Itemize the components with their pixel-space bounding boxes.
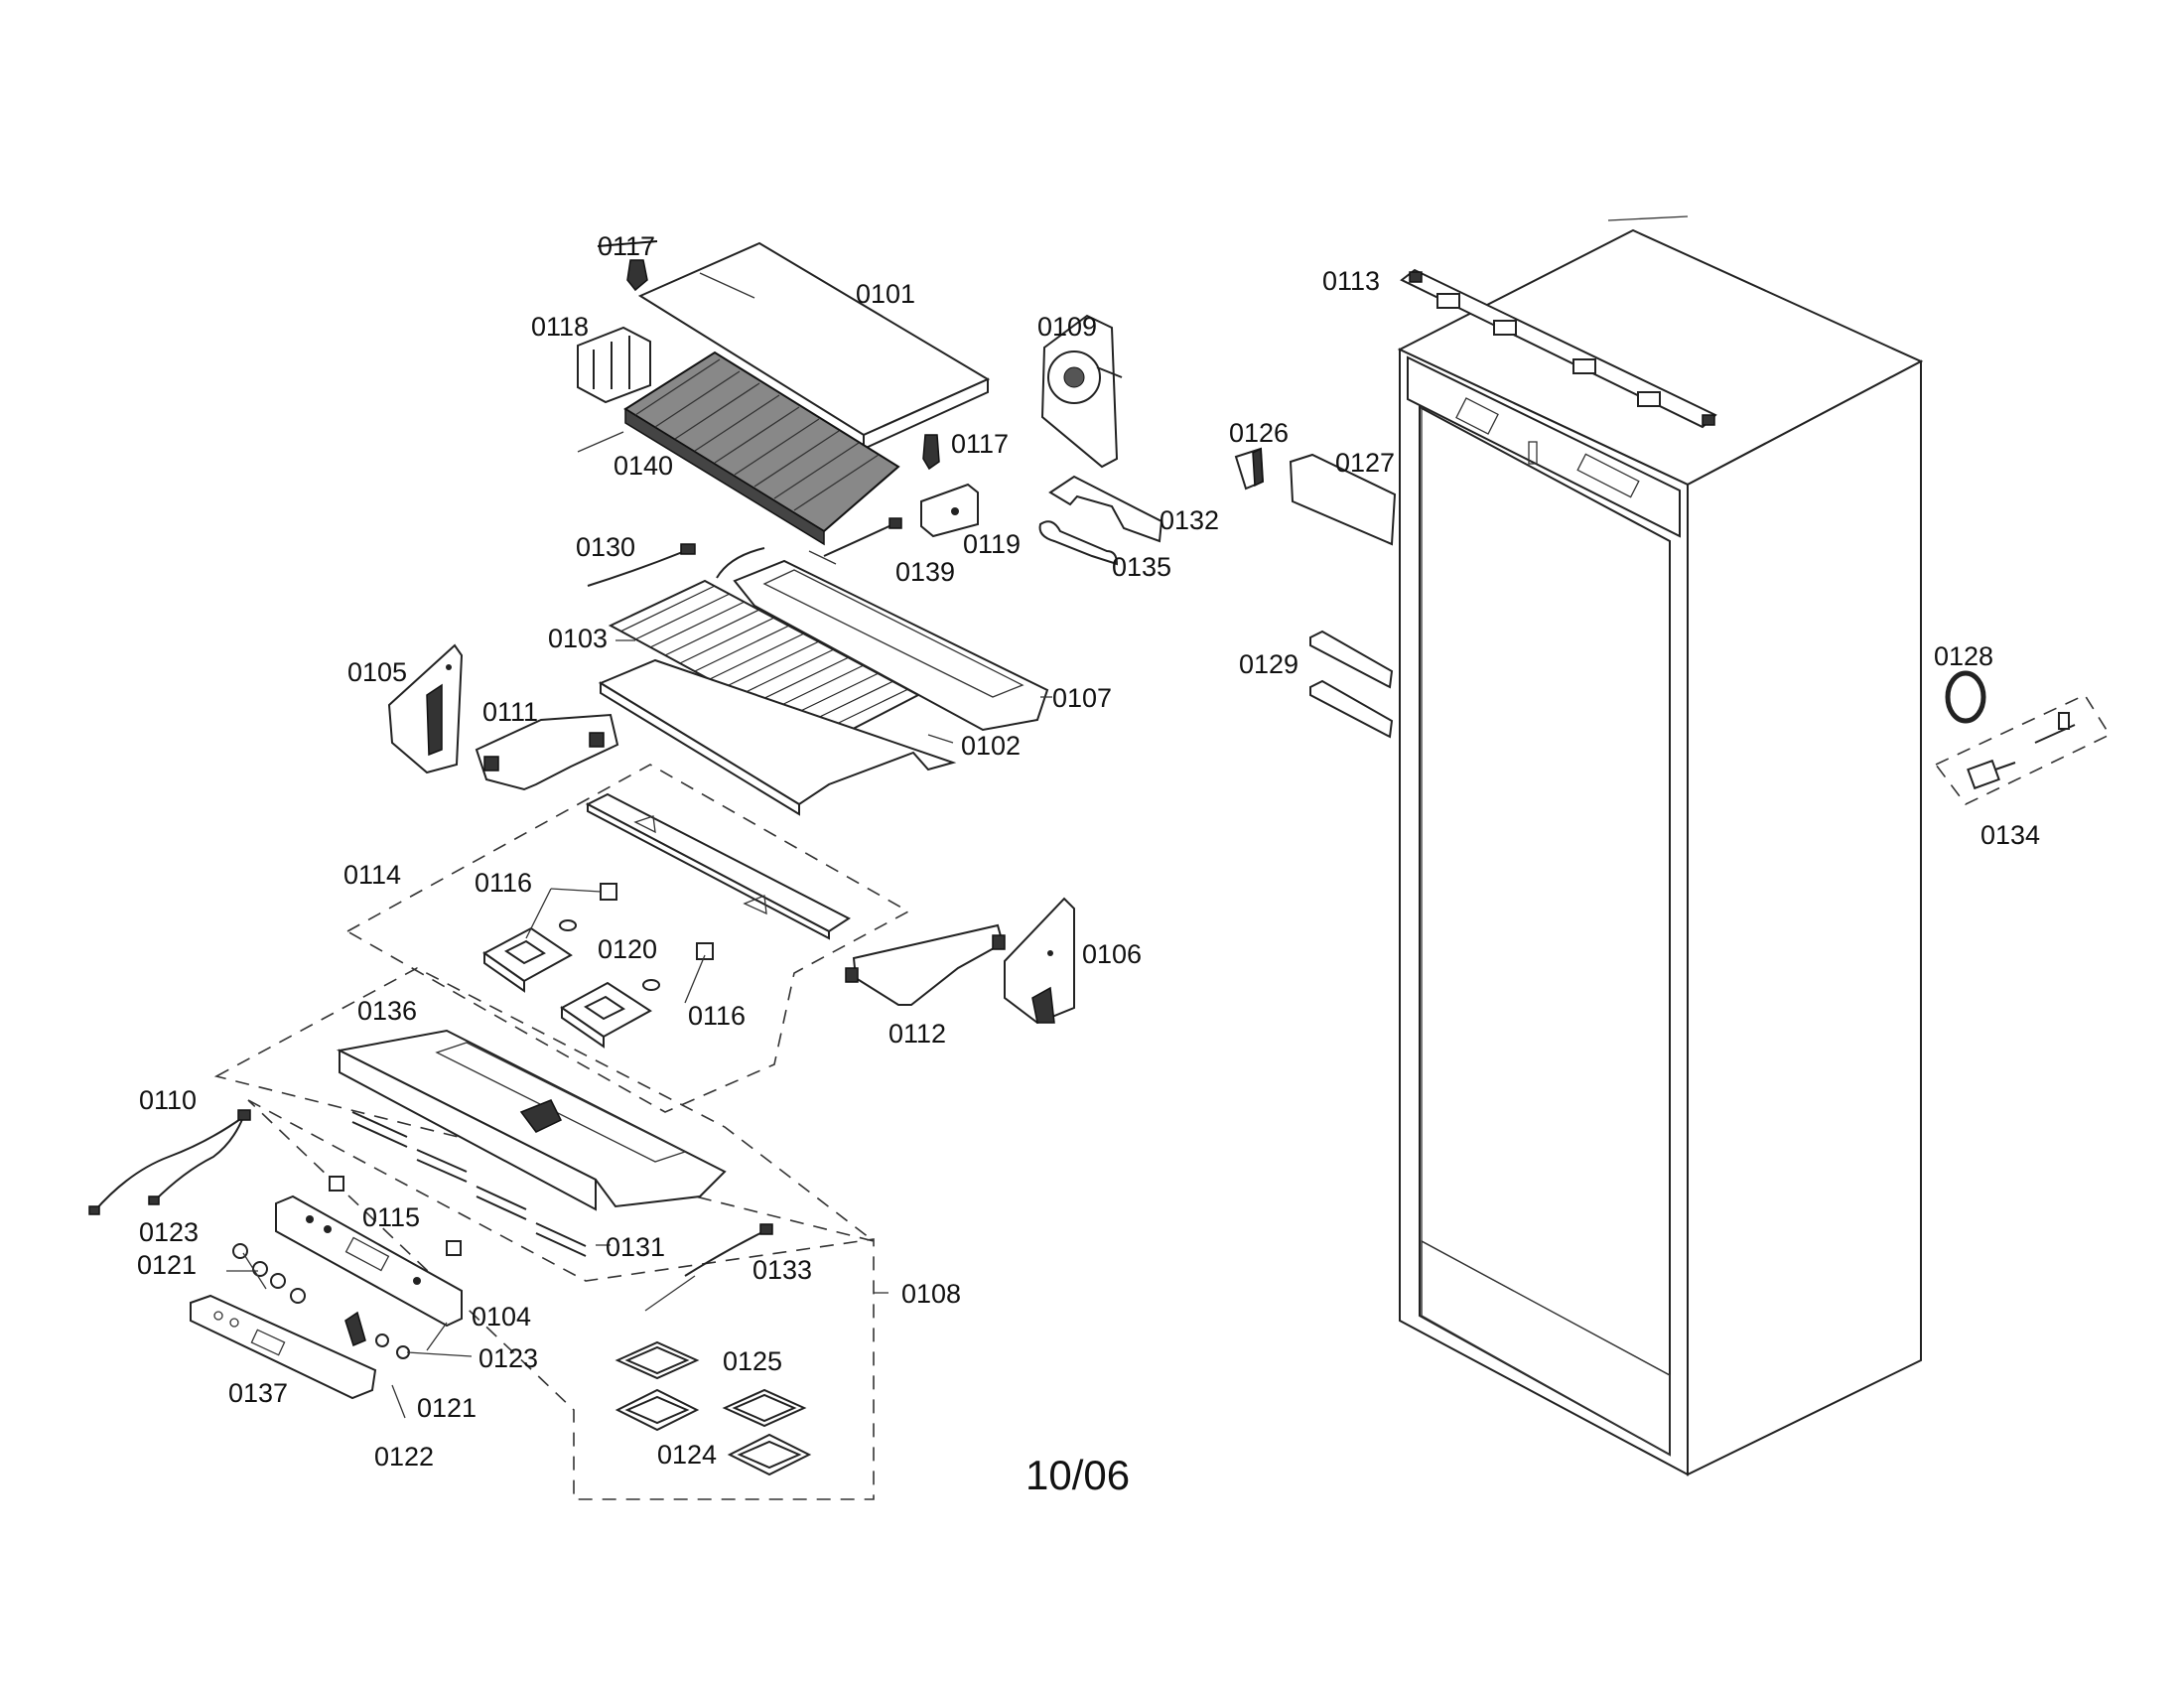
label-0118: 0118 [531,312,589,342]
side-bracket-right [1004,897,1075,1025]
label-0104: 0104 [472,1302,531,1332]
label-0106: 0106 [1082,939,1142,969]
part-labels: 0117 0101 0118 0109 0113 0117 0140 0126 … [137,231,2040,1498]
top-hinge-rail [1400,268,1717,429]
label-0132: 0132 [1160,505,1219,535]
door-switch [1234,447,1265,491]
label-0105: 0105 [347,657,407,687]
label-0103: 0103 [548,624,608,653]
label-0111: 0111 [482,697,538,727]
control-housing [336,1029,727,1211]
label-0112: 0112 [888,1019,946,1049]
drain-tray [716,547,1049,732]
label-0130: 0130 [576,532,635,562]
temp-sensor-right [823,517,902,557]
label-0110: 0110 [139,1085,197,1115]
label-0131: 0131 [606,1232,665,1262]
label-0119: 0119 [963,529,1021,559]
evaporator-coil [623,351,900,546]
control-faceplate [190,1294,377,1400]
label-0108: 0108 [901,1279,961,1309]
leveling-foot-group [1934,693,2112,806]
base-plate [598,658,957,816]
label-0115: 0115 [362,1202,420,1232]
label-0116a: 0116 [475,868,532,898]
label-0136: 0136 [357,996,417,1026]
vent-strips [351,1111,587,1257]
evaporator-cover [637,241,991,451]
label-0129: 0129 [1239,649,1298,679]
drain-connector [920,483,979,538]
date-code: 10/06 [1025,1452,1130,1498]
cover-plate [1289,453,1397,546]
temp-sensor-lower [684,1223,773,1277]
side-bracket-left [387,643,464,774]
label-0127: 0127 [1335,448,1395,478]
light-bulb-lower [642,979,660,991]
label-0125: 0125 [723,1346,782,1376]
bulb-socket-cap-bottom [696,942,714,960]
label-0135: 0135 [1112,552,1171,582]
light-bulb-upper [559,919,577,931]
knob-set-left [232,1243,306,1304]
cabinet-body [1397,215,1924,1476]
filter-pads [614,1340,812,1476]
button-cap-left [329,1176,344,1192]
screw-top [626,259,648,292]
fan-motor [1040,314,1123,469]
label-0109: 0109 [1037,312,1097,342]
control-switch [344,1311,366,1347]
label-0102: 0102 [961,731,1021,761]
label-0140: 0140 [614,451,673,481]
label-0123a: 0123 [139,1217,199,1247]
label-0134: 0134 [1980,820,2040,850]
lamp-housing-lower [560,981,652,1049]
bulb-socket-cap-top [600,883,617,901]
label-0123b: 0123 [478,1343,538,1373]
label-0122: 0122 [374,1442,434,1472]
label-0114: 0114 [343,860,401,890]
handle-clip [1038,520,1119,566]
label-0101: 0101 [856,279,915,309]
label-0128: 0128 [1934,641,1993,671]
label-0120: 0120 [598,934,657,964]
strike-0117 [597,240,658,247]
sealing-ring [1945,670,1986,724]
label-0137: 0137 [228,1378,288,1408]
control-board [275,1194,463,1328]
support-bracket-right [845,923,1006,1006]
label-0121b: 0121 [417,1393,477,1423]
knob-set-right [375,1333,410,1359]
leader-lines [226,431,1052,1419]
support-bracket-left [475,713,619,791]
temp-sensor-left [587,543,696,587]
lamp-housing-upper [482,926,573,993]
door-handle [1048,475,1163,543]
label-0107: 0107 [1052,683,1112,713]
trim-strips [1309,630,1394,739]
evaporator-bracket [577,326,651,404]
light-assembly-group [345,764,910,1113]
label-0117b: 0117 [951,429,1009,459]
button-cap-right [446,1240,462,1256]
screw-side [922,434,940,471]
label-0121a: 0121 [137,1250,197,1280]
label-0139: 0139 [895,557,955,587]
label-0133: 0133 [752,1255,812,1285]
label-0116b: 0116 [688,1001,746,1031]
label-0126: 0126 [1229,418,1289,448]
light-rail [585,792,851,940]
wire-harness [88,1109,251,1215]
label-0124: 0124 [657,1440,717,1470]
label-0113: 0113 [1322,266,1380,296]
